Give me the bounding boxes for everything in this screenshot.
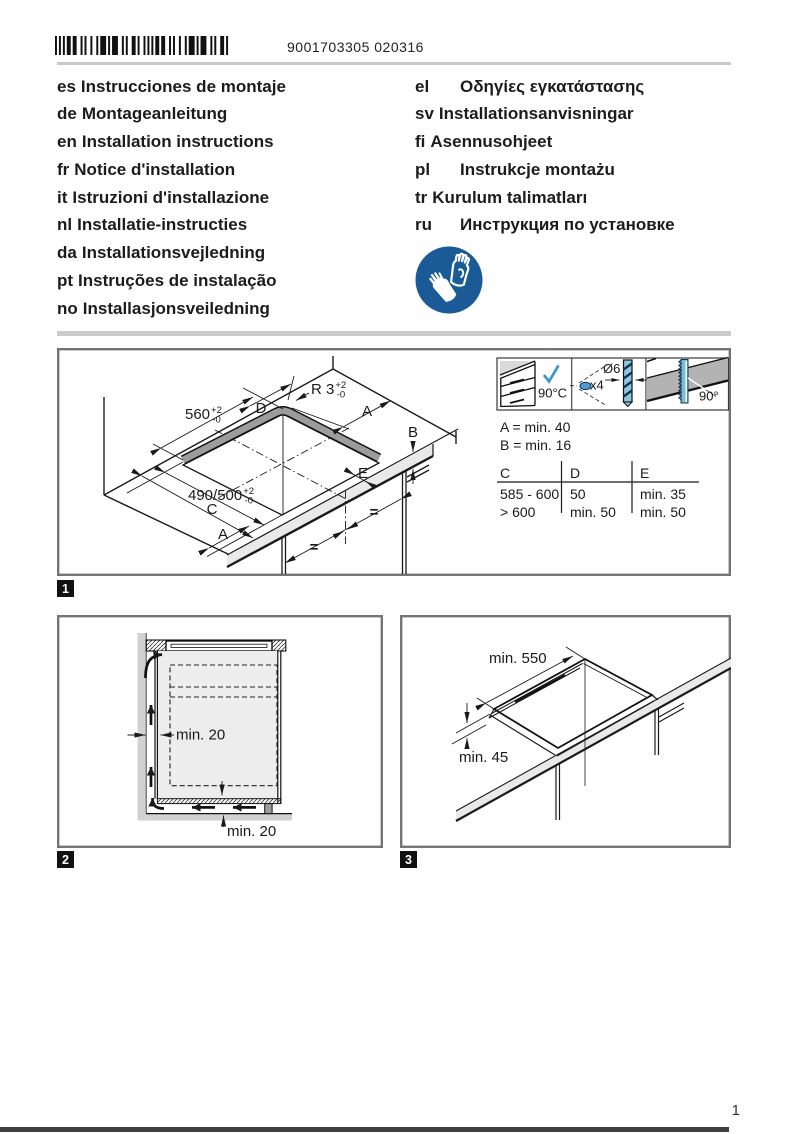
- figure-2-badge: 2: [57, 851, 74, 868]
- table-cell: 50: [570, 486, 586, 502]
- section-divider: [57, 330, 731, 336]
- dim-490-label: 490/500+2-0: [188, 486, 254, 507]
- dim-min45: min. 45: [451, 703, 508, 766]
- figure-1-badge: 1: [57, 580, 74, 597]
- drill-hole-icon: [579, 381, 592, 391]
- dim-min550: min. 550: [475, 646, 586, 711]
- inset-temperature: 90°C: [538, 386, 567, 401]
- dim-equal-lines: [284, 491, 412, 564]
- barcode-number: 9001703305 020316: [287, 39, 424, 55]
- table-cell: > 600: [500, 504, 536, 520]
- dim-R3-lines: [295, 392, 310, 401]
- table-cell: min. 50: [640, 504, 686, 520]
- table-header-e: E: [640, 465, 649, 481]
- dim-A-top-lines: [291, 400, 391, 435]
- figure-1-installation-drawing: 560+2-0 D R 3+2-0 A B E 490/500+2-0 C: [57, 348, 731, 581]
- dim-E-lines: [343, 467, 377, 490]
- spec-a: A = min. 40: [500, 419, 571, 435]
- dim-C-label: C: [207, 501, 218, 518]
- dim-equal-lower: =: [310, 539, 319, 556]
- dim-560-label: 560+2-0: [185, 405, 222, 426]
- header-divider: [57, 61, 731, 65]
- dim-A-top-label: A: [362, 403, 372, 420]
- cabinet-lines: [555, 702, 685, 820]
- svg-text:min. 20: min. 20: [176, 727, 225, 744]
- dimension-table: C D E 585 - 600 50 min. 35 > 600 min. 50…: [497, 461, 699, 520]
- worktop-hob-section: [145, 639, 287, 652]
- figure-3-badge: 3: [400, 851, 417, 868]
- dim-bottom-min20: min. 20: [220, 815, 276, 840]
- bottom-bar: [0, 1127, 729, 1132]
- dim-D-label: D: [256, 400, 267, 417]
- figure-2-ventilation-drawing: min. 20 min. 20: [57, 615, 384, 853]
- table-header-c: C: [500, 465, 510, 481]
- back-glove: [449, 252, 471, 287]
- table-cell: min. 50: [570, 504, 616, 520]
- front-glove: [428, 271, 458, 303]
- worktop-front-edge: [455, 657, 732, 822]
- inset-cut-angle-icon: [646, 356, 729, 404]
- figure-3-hob-drawing: min. 550 min. 45: [400, 615, 732, 853]
- barcode-icon: [55, 36, 232, 55]
- svg-text:min. 20: min. 20: [227, 823, 276, 840]
- protective-gloves-icon: [415, 246, 483, 314]
- inset-cut-angle: 90°: [699, 389, 719, 404]
- check-icon: [542, 364, 560, 384]
- dim-R3-label: R 3+2-0: [311, 380, 346, 401]
- dim-D-lines: [239, 375, 295, 414]
- inset-info-strip: 90°C Ø6 x4: [496, 356, 730, 411]
- dim-side-min20: min. 20: [127, 727, 225, 744]
- dim-equal-upper: =: [370, 504, 379, 521]
- dim-B-label: B: [408, 424, 418, 441]
- table-cell: 585 - 600: [500, 486, 559, 502]
- dim-A-bottom-label: A: [218, 526, 228, 543]
- svg-text:min. 550: min. 550: [489, 650, 547, 667]
- airflow-arrows: [144, 651, 256, 812]
- inset-hole-count: x4: [590, 378, 604, 393]
- spec-b: B = min. 16: [500, 437, 571, 453]
- inset-drill-icon: [569, 359, 650, 408]
- svg-text:min. 45: min. 45: [459, 749, 508, 766]
- dim-E-label: E: [358, 465, 368, 482]
- saw-blade-icon: [678, 359, 689, 404]
- table-header-d: D: [570, 465, 580, 481]
- inset-cabinet-icon: [499, 360, 560, 408]
- page-number: 1: [731, 1102, 740, 1119]
- dim-A-bottom-lines: [198, 525, 250, 556]
- cutout-edges: [489, 694, 659, 757]
- table-cell: min. 35: [640, 486, 686, 502]
- inset-drill-diameter: Ø6: [603, 361, 620, 376]
